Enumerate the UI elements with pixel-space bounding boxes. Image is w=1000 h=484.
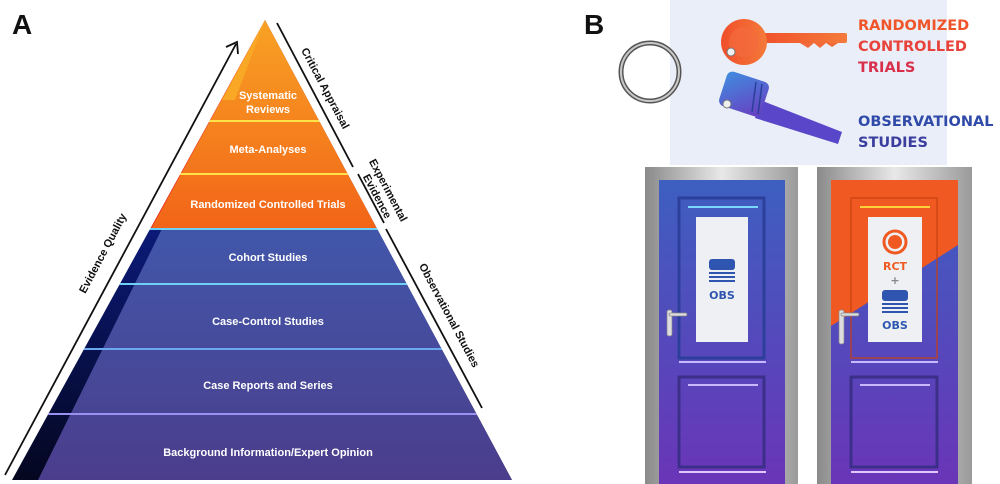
level-rct: Randomized Controlled Trials [190,199,345,211]
obs-sign-text: OBS [882,319,908,332]
rct-label-line2: CONTROLLED [858,39,967,55]
obs-label-line1: OBSERVATIONAL [858,114,993,130]
obs-icon [709,259,735,282]
door-sign [696,217,748,342]
key-ring [618,40,682,104]
level-systematic-reviews-line2: Reviews [246,104,290,116]
critical-appraisal-line [276,22,354,168]
rct-sign-text: RCT [883,260,908,273]
level-case-control: Case-Control Studies [212,316,324,328]
evidence-quality-arrow [4,40,239,476]
keys-background [670,0,947,165]
obs-sign-text: OBS [709,289,735,302]
observational-fill [38,20,512,480]
obs-icon [882,290,908,313]
obs-label-line2: STUDIES [858,135,928,151]
rct-target-icon [882,229,908,255]
obs-key-label: OBSERVATIONAL STUDIES [858,114,993,151]
rct-label-line3: TRIALS [858,60,915,76]
experimental-line [357,173,385,224]
door-handle-icon [838,309,860,345]
level-case-reports: Case Reports and Series [203,380,333,392]
door-rct-obs: RCT + OBS [817,167,972,484]
plus-sign-text: + [890,274,899,287]
rct-key-label: RANDOMIZED CONTROLLED TRIALS [858,18,969,76]
rct-label-line1: RANDOMIZED [858,18,969,34]
door-handle-icon [666,309,688,337]
panel-b-letter: B [584,9,604,40]
level-background: Background Information/Expert Opinion [163,447,373,459]
obs-key-icon [719,71,842,144]
level-meta-analyses: Meta-Analyses [229,144,306,156]
level-systematic-reviews-line1: Systematic [239,90,297,102]
level-cohort: Cohort Studies [229,252,308,264]
observational-line [385,228,483,409]
evidence-pyramid: Systematic Reviews Meta-Analyses Randomi… [12,20,512,480]
rct-key-icon [721,19,847,65]
arrowhead-icon [225,40,239,55]
panel-a-letter: A [12,9,32,40]
experimental-fill [151,20,512,229]
door-obs: OBS [645,167,798,484]
